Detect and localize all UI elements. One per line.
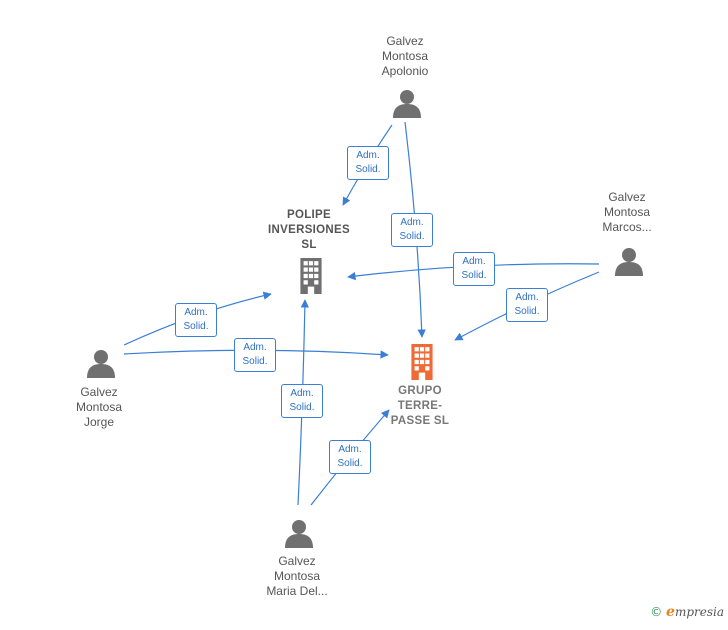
building-icon[interactable] xyxy=(411,344,433,380)
person-icon[interactable] xyxy=(87,350,115,378)
edge-label-apolonio-polipe[interactable]: Adm. Solid. xyxy=(347,146,389,180)
person-icon[interactable] xyxy=(615,248,643,276)
empresia-logo-initial: e xyxy=(666,604,675,620)
company-label-grupo[interactable]: GRUPO TERRE- PASSE SL xyxy=(390,385,450,427)
person-label-maria[interactable]: Galvez Montosa Maria Del... xyxy=(266,554,328,598)
person-label-jorge[interactable]: Galvez Montosa Jorge xyxy=(75,385,123,429)
edge-label-jorge-grupo[interactable]: Adm. Solid. xyxy=(234,338,276,372)
edge-label-marcos-grupo[interactable]: Adm. Solid. xyxy=(506,288,548,322)
edge-label-marcos-polipe[interactable]: Adm. Solid. xyxy=(453,252,495,286)
empresia-logo-text: mpresia xyxy=(674,605,724,619)
edge-label-apolonio-grupo[interactable]: Adm. Solid. xyxy=(391,213,433,247)
company-label-polipe[interactable]: POLIPE INVERSIONES SL xyxy=(268,209,350,251)
empresia-watermark: © empresia xyxy=(650,604,724,620)
person-label-marcos[interactable]: Galvez Montosa Marcos... xyxy=(602,190,652,234)
edge-label-jorge-polipe[interactable]: Adm. Solid. xyxy=(175,303,217,337)
copyright-symbol: © xyxy=(650,605,663,619)
person-icon[interactable] xyxy=(285,520,313,548)
person-label-apolonio[interactable]: Galvez Montosa Apolonio xyxy=(381,34,429,78)
person-icon[interactable] xyxy=(393,90,421,118)
edge-label-maria-grupo[interactable]: Adm. Solid. xyxy=(329,440,371,474)
edge-label-maria-polipe[interactable]: Adm. Solid. xyxy=(281,384,323,418)
building-icon[interactable] xyxy=(300,258,322,294)
